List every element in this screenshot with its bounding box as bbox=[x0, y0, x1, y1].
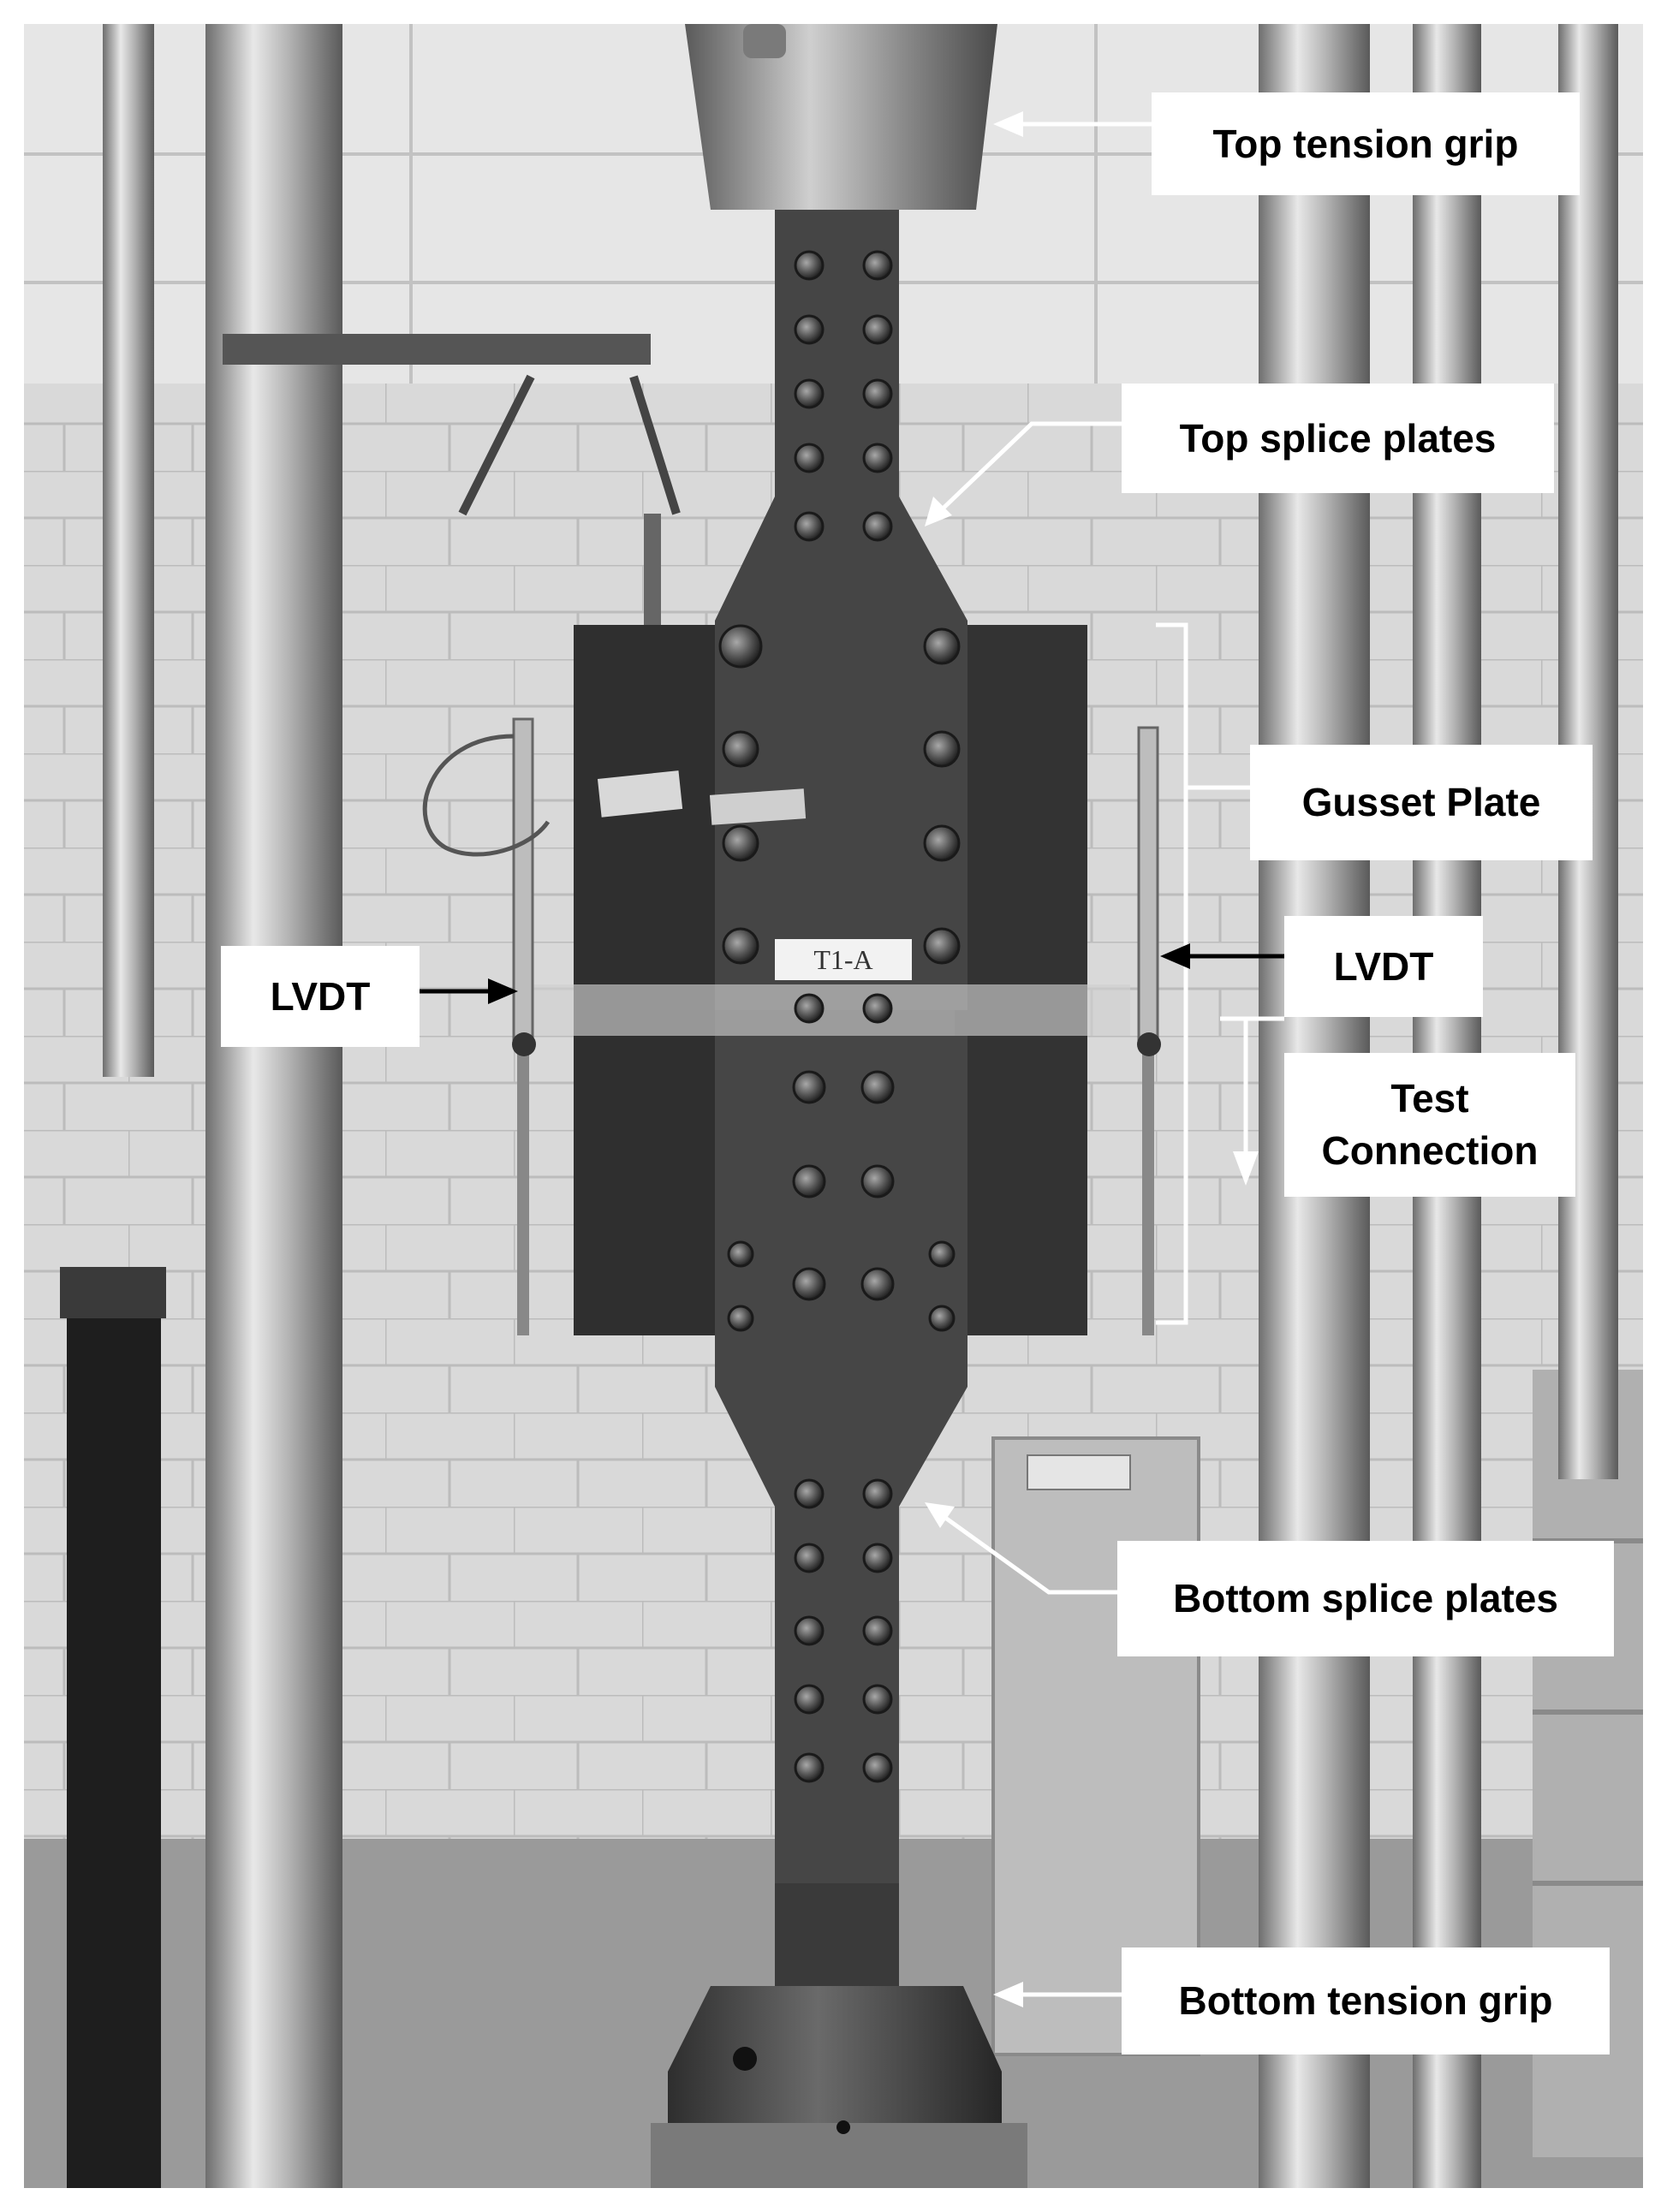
label-test-connection-line2: Connection bbox=[1321, 1128, 1539, 1173]
label-bottom-splice-plates: Bottom splice plates bbox=[1117, 1541, 1614, 1656]
label-gusset-plate: Gusset Plate bbox=[1250, 745, 1593, 860]
label-lvdt-left: LVDT bbox=[221, 946, 420, 1047]
label-top-tension-grip: Top tension grip bbox=[1152, 92, 1580, 195]
label-test-connection-line1: Test bbox=[1390, 1076, 1469, 1121]
label-test-connection: Test Connection bbox=[1284, 1053, 1575, 1197]
specimen-tag: T1-A bbox=[813, 944, 872, 975]
label-top-splice-plates: Top splice plates bbox=[1122, 384, 1554, 493]
label-bottom-tension-grip: Bottom tension grip bbox=[1122, 1947, 1610, 2054]
label-lvdt-right: LVDT bbox=[1284, 916, 1483, 1017]
